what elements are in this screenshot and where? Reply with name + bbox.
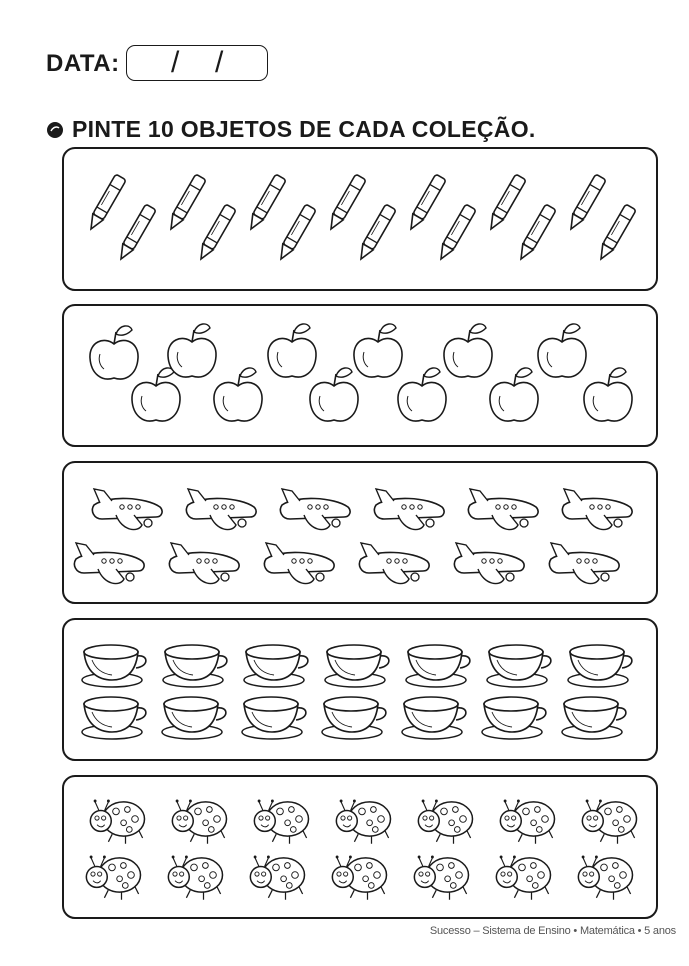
airplane-icon[interactable]	[467, 488, 539, 531]
ladybug-icon[interactable]	[495, 854, 552, 901]
ladybug-icon[interactable]	[167, 854, 224, 901]
ladybug-icon[interactable]	[577, 854, 634, 901]
ladybug-icon[interactable]	[249, 854, 306, 901]
airplane-icon[interactable]	[561, 488, 633, 531]
teacup-icon[interactable]	[81, 696, 147, 740]
crayon-icon[interactable]	[355, 203, 397, 263]
teacup-icon[interactable]	[241, 696, 307, 740]
crayon-icon[interactable]	[115, 203, 157, 263]
ladybug-icon[interactable]	[253, 798, 310, 845]
ladybug-icon[interactable]	[413, 854, 470, 901]
airplane-icon[interactable]	[73, 542, 145, 585]
apple-icon[interactable]	[443, 323, 493, 378]
apple-icon[interactable]	[489, 367, 539, 422]
collection-airplanes	[62, 461, 658, 604]
apple-icon[interactable]	[131, 367, 181, 422]
ladybug-icon[interactable]	[417, 798, 474, 845]
teacup-icon[interactable]	[81, 644, 147, 688]
teacup-icon[interactable]	[161, 696, 227, 740]
apple-icon[interactable]	[167, 323, 217, 378]
teacup-icon[interactable]	[321, 696, 387, 740]
collection-ladybugs	[62, 775, 658, 919]
teacup-icon[interactable]	[561, 696, 627, 740]
teacup-icon[interactable]	[162, 644, 228, 688]
date-separator: /	[171, 46, 180, 79]
airplane-group	[73, 488, 633, 585]
crayon-group	[85, 173, 637, 263]
crayon-icon[interactable]	[165, 173, 207, 233]
teacup-icon[interactable]	[405, 644, 471, 688]
apple-icon[interactable]	[353, 323, 403, 378]
airplane-icon[interactable]	[453, 542, 525, 585]
apple-icon[interactable]	[537, 323, 587, 378]
crayon-icon[interactable]	[515, 203, 557, 263]
date-label: DATA:	[46, 50, 120, 77]
ladybug-group	[85, 798, 638, 901]
collection-teacups	[62, 618, 658, 761]
collection-apples	[62, 304, 658, 447]
crayon-icon[interactable]	[85, 173, 127, 233]
teacup-icon[interactable]	[401, 696, 467, 740]
apple-icon[interactable]	[397, 367, 447, 422]
airplane-icon[interactable]	[263, 542, 335, 585]
airplane-icon[interactable]	[279, 488, 351, 531]
airplane-icon[interactable]	[168, 542, 240, 585]
ladybug-icon[interactable]	[89, 798, 146, 845]
crayon-icon[interactable]	[325, 173, 367, 233]
ladybug-icon[interactable]	[85, 854, 142, 901]
airplane-icon[interactable]	[373, 488, 445, 531]
apple-icon[interactable]	[213, 367, 263, 422]
crayon-icon[interactable]	[565, 173, 607, 233]
crayon-icon[interactable]	[275, 203, 317, 263]
instruction-heading: PINTE 10 OBJETOS DE CADA COLEÇÃO.	[72, 116, 536, 142]
airplane-icon[interactable]	[548, 542, 620, 585]
ladybug-icon[interactable]	[331, 854, 388, 901]
ladybug-icon[interactable]	[335, 798, 392, 845]
teacup-icon[interactable]	[243, 644, 309, 688]
date-separator: /	[215, 46, 224, 79]
teacup-icon[interactable]	[481, 696, 547, 740]
airplane-icon[interactable]	[185, 488, 257, 531]
ladybug-icon[interactable]	[171, 798, 228, 845]
teacup-group	[81, 644, 633, 740]
ladybug-icon[interactable]	[581, 798, 638, 845]
airplane-icon[interactable]	[91, 488, 163, 531]
apple-icon[interactable]	[583, 367, 633, 422]
bullet-icon	[47, 122, 63, 138]
apple-icon[interactable]	[309, 367, 359, 422]
apple-icon[interactable]	[267, 323, 317, 378]
apple-icon[interactable]	[89, 325, 139, 380]
crayon-icon[interactable]	[195, 203, 237, 263]
footer-credit: Sucesso – Sistema de Ensino • Matemática…	[429, 925, 676, 937]
crayon-icon[interactable]	[245, 173, 287, 233]
crayon-icon[interactable]	[405, 173, 447, 233]
apple-group	[89, 323, 633, 422]
crayon-icon[interactable]	[435, 203, 477, 263]
ladybug-icon[interactable]	[499, 798, 556, 845]
collection-crayons	[62, 147, 658, 291]
airplane-icon[interactable]	[358, 542, 430, 585]
crayon-icon[interactable]	[485, 173, 527, 233]
teacup-icon[interactable]	[324, 644, 390, 688]
date-field[interactable]: / /	[126, 45, 268, 81]
crayon-icon[interactable]	[595, 203, 637, 263]
teacup-icon[interactable]	[486, 644, 552, 688]
teacup-icon[interactable]	[567, 644, 633, 688]
